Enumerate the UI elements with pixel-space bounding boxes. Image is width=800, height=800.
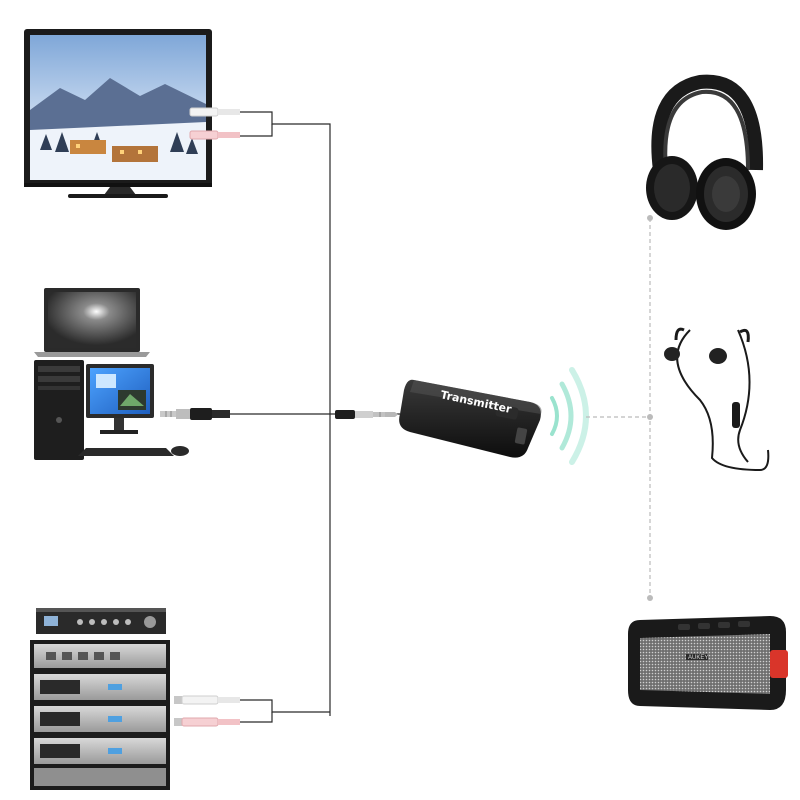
tv-icon <box>24 29 212 198</box>
earphones-icon <box>664 327 770 472</box>
rca-cable-tv <box>189 107 240 140</box>
aux-plug-transmitter <box>335 410 398 419</box>
amp-wire <box>240 699 330 713</box>
desktop-computer-icon <box>34 360 189 460</box>
laptop-icon <box>34 288 150 357</box>
bluetooth-speaker-icon: AUKEY <box>628 616 788 710</box>
wireless-links <box>586 218 651 598</box>
amp-wire-lower <box>240 712 273 723</box>
aux-cable-computer <box>160 408 230 420</box>
speaker-brand-label: AUKEY <box>688 655 708 661</box>
audio-amplifier-rack-icon <box>30 608 170 790</box>
rca-cable-amplifier <box>174 695 240 727</box>
wireless-signal-icon <box>550 367 589 465</box>
transmitter-device: Transmitter <box>399 379 542 458</box>
tv-wire-lower <box>240 124 273 137</box>
headphones-icon <box>646 74 764 230</box>
